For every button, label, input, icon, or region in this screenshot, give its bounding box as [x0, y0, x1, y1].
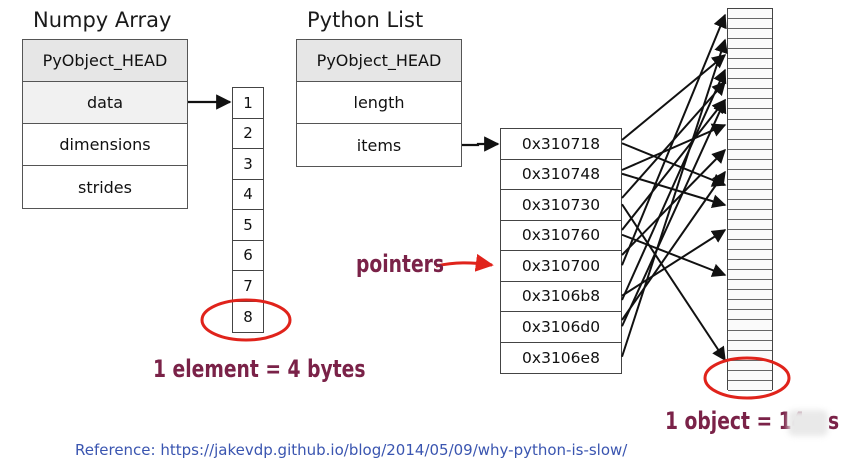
pointer-cell: 0x310760	[501, 221, 621, 251]
object-memory-block	[728, 189, 772, 200]
array-element: 6	[233, 241, 263, 271]
numpy-field-pyobject-head: PyObject_HEAD	[23, 40, 187, 82]
pointer-cell: 0x310748	[501, 160, 621, 190]
object-memory-block	[728, 260, 772, 271]
object-memory-block	[728, 270, 772, 281]
object-memory-block	[728, 320, 772, 331]
object-memory-block	[728, 370, 772, 381]
object-memory-block	[728, 230, 772, 241]
object-memory-block	[728, 49, 772, 60]
array-element: 5	[233, 210, 263, 241]
pointer-arrow	[621, 80, 726, 199]
object-memory-block	[728, 340, 772, 351]
items-pointer-arrow	[462, 136, 500, 152]
object-memory-block	[728, 310, 772, 321]
pointer-cell: 0x3106d0	[501, 312, 621, 343]
object-memory-block	[728, 250, 772, 261]
reference-link[interactable]: Reference: https://jakevdp.github.io/blo…	[75, 441, 628, 459]
list-field-length: length	[297, 82, 461, 124]
numpy-data-buffer: 1 2 3 4 5 6 7 8	[232, 87, 264, 333]
numpy-field-data: data	[23, 82, 187, 124]
object-memory-column	[727, 8, 773, 391]
element-size-label: 1 element = 4 bytes	[153, 355, 366, 383]
pointer-arrow	[621, 149, 726, 256]
object-memory-block	[728, 139, 772, 150]
object-memory-block	[728, 129, 772, 140]
object-memory-block	[728, 149, 772, 160]
numpy-array-struct: PyObject_HEAD data dimensions strides	[22, 39, 188, 209]
object-memory-block	[728, 199, 772, 210]
numpy-field-dimensions: dimensions	[23, 124, 187, 166]
pointer-arrow	[621, 54, 727, 141]
pointer-arrow	[621, 13, 727, 266]
pointers-annotation-arrow	[435, 253, 494, 272]
object-memory-block	[728, 330, 772, 341]
object-memory-block	[728, 380, 772, 391]
array-element: 8	[243, 307, 253, 326]
pointer-to-object-arrows	[621, 13, 728, 362]
list-field-pyobject-head: PyObject_HEAD	[297, 40, 461, 82]
python-list-struct: PyObject_HEAD length items	[296, 39, 462, 167]
pointer-cell: 0x310730	[501, 190, 621, 221]
object-memory-block	[728, 69, 772, 80]
numpy-field-strides: strides	[78, 177, 132, 197]
array-element: 1	[233, 88, 263, 119]
array-element: 2	[233, 119, 263, 149]
object-memory-block	[728, 290, 772, 301]
object-memory-block	[728, 19, 772, 30]
object-memory-block	[728, 89, 772, 100]
pointer-arrow	[621, 123, 727, 171]
pointer-arrow	[621, 38, 728, 358]
numpy-array-title: Numpy Array	[33, 8, 172, 32]
object-size-label-tail: s	[828, 407, 840, 435]
array-element: 7	[233, 271, 263, 302]
pointer-cell: 0x3106b8	[501, 282, 621, 312]
pointer-arrow	[621, 172, 727, 209]
object-size-smudge	[788, 410, 828, 436]
object-memory-block	[728, 209, 772, 220]
pointer-arrow	[621, 68, 727, 301]
pointers-label: pointers	[356, 250, 445, 278]
object-memory-block	[728, 59, 772, 70]
object-memory-block	[728, 280, 772, 291]
object-memory-block	[728, 109, 772, 120]
pointer-arrow	[621, 203, 726, 362]
object-memory-block	[728, 360, 772, 371]
object-memory-block	[728, 9, 772, 20]
list-field-items: items	[356, 135, 402, 155]
pointer-array: 0x310718 0x310748 0x310730 0x310760 0x31…	[500, 128, 622, 374]
pointer-cell: 0x310700	[501, 251, 621, 282]
object-memory-block	[728, 219, 772, 231]
object-memory-block	[728, 29, 772, 40]
array-element: 4	[233, 180, 263, 210]
object-memory-block	[728, 300, 772, 311]
python-list-title: Python List	[307, 8, 424, 32]
object-memory-block	[728, 99, 772, 110]
object-memory-block	[728, 39, 772, 50]
object-memory-block	[728, 79, 772, 90]
pointer-arrow	[621, 142, 727, 187]
pointer-arrow	[621, 233, 727, 277]
object-memory-block	[728, 159, 772, 170]
object-memory-block	[728, 119, 772, 130]
pointer-cell: 0x310718	[501, 129, 621, 160]
object-memory-block	[728, 179, 772, 190]
object-memory-block	[728, 169, 772, 180]
pointer-arrow	[621, 98, 726, 231]
pointer-arrow	[621, 229, 727, 297]
pointer-arrow	[621, 98, 727, 327]
object-memory-block	[728, 350, 772, 361]
object-memory-block	[728, 240, 772, 251]
pointer-arrow	[621, 170, 726, 321]
pointer-cell: 0x3106e8	[522, 348, 600, 367]
array-element: 3	[233, 149, 263, 180]
object-size-label: 1 object = 14	[665, 407, 805, 435]
